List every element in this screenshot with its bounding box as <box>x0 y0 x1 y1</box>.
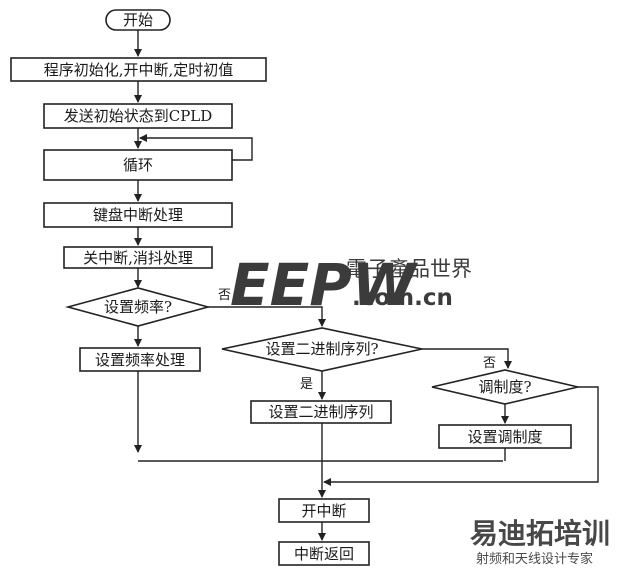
node-send-label: 发送初始状态到CPLD <box>64 107 213 125</box>
node-dec-freq: 设置频率? <box>64 287 212 327</box>
node-send: 发送初始状态到CPLD <box>43 103 233 129</box>
edge-label-yes-bin: 是 <box>300 377 313 392</box>
node-ret: 中断返回 <box>278 541 370 566</box>
node-proc-freq: 设置频率处理 <box>79 347 201 372</box>
node-proc-bin-label: 设置二进制序列 <box>268 403 373 421</box>
eepw-watermark: EEPW 電子產品世界 .com.cn <box>230 251 472 319</box>
node-open-int: 开中断 <box>278 498 370 523</box>
edge-label-no-bin: 否 <box>483 356 496 371</box>
node-open-int-label: 开中断 <box>301 502 346 520</box>
node-close-label: 关中断,消抖处理 <box>83 249 193 267</box>
node-dec-freq-label: 设置频率? <box>104 298 172 316</box>
node-init: 程序初始化,开中断,定时初值 <box>10 57 267 82</box>
node-proc-freq-label: 设置频率处理 <box>95 351 185 369</box>
node-dec-bin: 设置二进制序列? <box>221 327 423 372</box>
node-dec-mod: 调制度? <box>431 369 579 405</box>
node-start-label: 开始 <box>123 11 153 29</box>
node-close: 关中断,消抖处理 <box>63 246 213 269</box>
node-proc-mod: 设置调制度 <box>438 424 572 449</box>
connectors <box>134 30 599 541</box>
node-proc-bin: 设置二进制序列 <box>250 400 392 424</box>
node-proc-mod-label: 设置调制度 <box>467 428 542 446</box>
banner-watermark: 易迪拓培训 射频和天线设计专家 <box>470 517 610 567</box>
node-ret-label: 中断返回 <box>294 545 354 563</box>
node-loop: 循环 <box>43 149 233 181</box>
node-start: 开始 <box>105 9 171 31</box>
node-dec-mod-label: 调制度? <box>478 378 531 396</box>
eepw-cn-name: 電子產品世界 <box>346 257 472 281</box>
eepw-domain: .com.cn <box>352 285 453 311</box>
edge-label-no-freq: 否 <box>218 288 231 303</box>
node-init-label: 程序初始化,开中断,定时初值 <box>44 61 234 79</box>
node-dec-bin-label: 设置二进制序列? <box>265 340 378 358</box>
banner-watermark-subtitle: 射频和天线设计专家 <box>476 551 593 567</box>
node-kbd: 键盘中断处理 <box>43 202 233 228</box>
node-loop-label: 循环 <box>123 156 153 174</box>
node-kbd-label: 键盘中断处理 <box>93 206 183 224</box>
banner-watermark-title: 易迪拓培训 <box>470 517 610 550</box>
